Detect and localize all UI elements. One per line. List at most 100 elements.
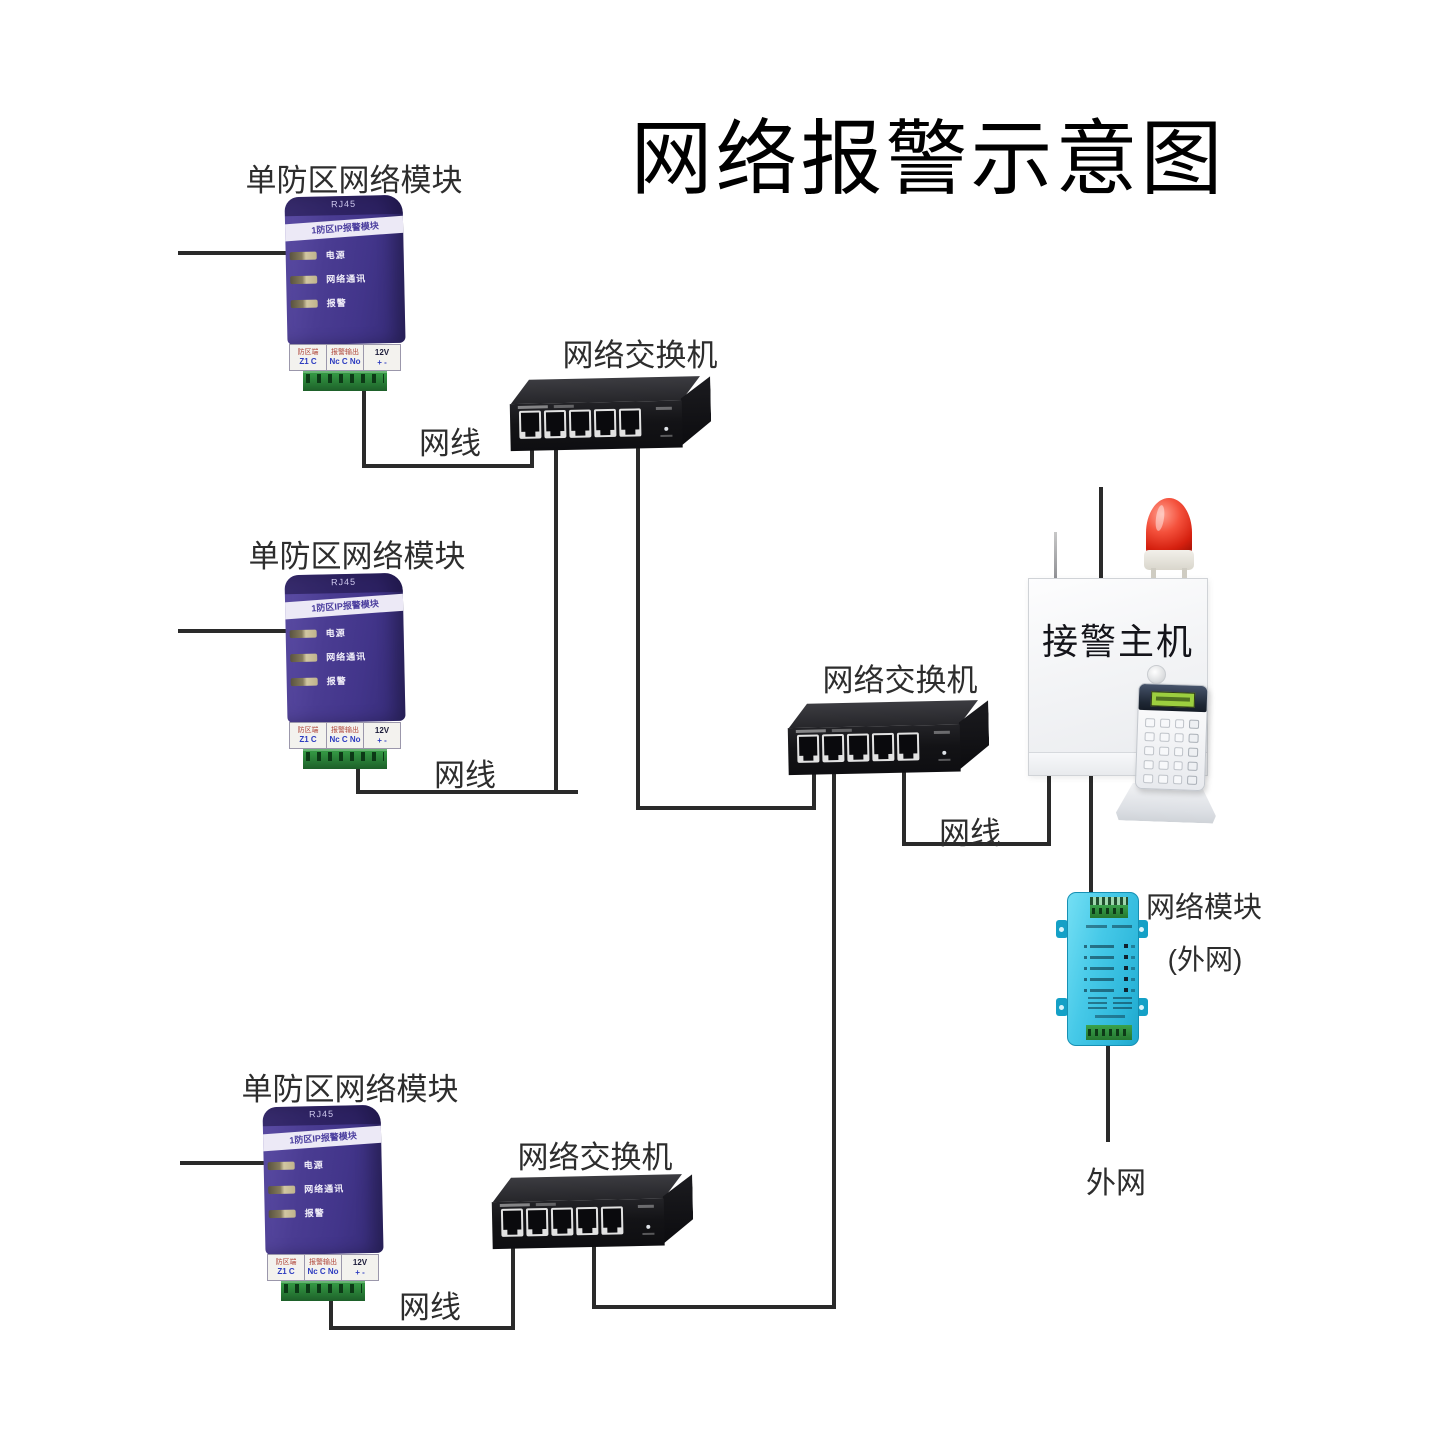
rj45-port-icon <box>796 734 820 763</box>
keypad-key <box>1157 774 1168 784</box>
green-terminal-block <box>1086 1025 1132 1040</box>
keypad-key <box>1172 761 1184 771</box>
power-terminal: 12V+ - <box>374 348 390 367</box>
power-led-text <box>660 434 673 437</box>
keypad-key <box>1143 746 1155 756</box>
status-row <box>1084 966 1136 971</box>
keypad-key <box>1144 732 1155 742</box>
switch3-uplink-down <box>592 1232 596 1309</box>
keypad-key <box>1158 746 1169 756</box>
net-module-label: 网络模块 <box>1145 892 1263 924</box>
host-left-cable-up <box>1047 770 1051 846</box>
mounting-tab <box>1056 998 1068 1016</box>
rj45-port-icon <box>525 1207 549 1237</box>
led-bar-icon <box>289 629 317 638</box>
keypad-function-key <box>1188 747 1199 757</box>
alarm-led-label: 报警 <box>326 297 347 309</box>
rj45-port-icon <box>600 1206 624 1235</box>
switch1-port2-cable-down <box>554 446 558 794</box>
switch2-label: 网络交换机 <box>822 663 978 698</box>
network-switch-2 <box>785 698 992 780</box>
netmodule-extranet-cable <box>1106 1036 1110 1142</box>
status-row <box>1084 955 1136 960</box>
beacon-foot <box>1182 568 1187 578</box>
switch-decal <box>535 1202 556 1207</box>
keypad-function-key <box>1189 719 1200 729</box>
module-bottom-text <box>1088 997 1132 1011</box>
switch2-port2-cable-down <box>832 768 836 1309</box>
switch-front-face <box>509 400 683 452</box>
diagram-title: 网络报警示意图 <box>630 114 1226 205</box>
host-top-cable <box>1099 487 1103 579</box>
alarm-led: 报警 <box>290 296 347 310</box>
switch-model-text <box>933 730 950 735</box>
antenna <box>1054 532 1057 579</box>
rj45-port-icon <box>518 410 542 439</box>
led-bar-icon <box>290 677 318 686</box>
module-heading-text <box>1086 925 1132 928</box>
switch-model-text <box>655 406 672 411</box>
module1-left-lead-wire <box>178 251 292 255</box>
rj45-port-row <box>796 732 920 763</box>
keypad-body <box>1134 682 1209 792</box>
switch1-label: 网络交换机 <box>562 338 718 373</box>
net-module-sub-label: (外网) <box>1167 944 1243 975</box>
switch-decal <box>499 1203 530 1207</box>
beacon-dome-icon <box>1146 498 1192 556</box>
extranet-module-body <box>1067 892 1139 1046</box>
module-model-text <box>1095 1015 1125 1018</box>
alarm-keypad <box>1132 682 1211 827</box>
power-led-text <box>642 1232 655 1235</box>
module2-left-lead-wire <box>178 629 292 633</box>
led-bar-icon <box>289 251 317 260</box>
green-terminal-block <box>303 371 387 391</box>
keypad-lcd-screen <box>1150 691 1196 708</box>
rj45-port-icon <box>575 1206 599 1236</box>
module3-label: 单防区网络模块 <box>241 1072 459 1107</box>
zone-module-body: RJ45 1防区IP报警模块 电源 网络通讯 报警 <box>284 572 406 724</box>
keypad-function-key <box>1188 733 1199 743</box>
rj45-port-label: RJ45 <box>262 1104 381 1127</box>
alarm-led-label: 报警 <box>326 675 347 687</box>
switch-decal <box>795 729 826 733</box>
module1-label: 单防区网络模块 <box>245 163 463 198</box>
keypad-function-key <box>1187 761 1198 771</box>
terminal-pins <box>1090 897 1128 905</box>
module3-left-lead-wire <box>180 1161 268 1165</box>
alarm-host-label: 接警主机 <box>1041 622 1195 662</box>
keypad-key <box>1159 718 1170 728</box>
rj45-port-icon <box>846 733 870 762</box>
cable-label-3: 网线 <box>939 816 1001 851</box>
network-switch-1 <box>507 374 714 456</box>
zone-module-body: RJ45 1防区IP报警模块 电源 网络通讯 报警 <box>284 194 406 346</box>
keypad-key <box>1159 732 1170 742</box>
mounting-tab <box>1136 920 1148 938</box>
module2-label: 单防区网络模块 <box>248 539 466 574</box>
cable-label-4: 网线 <box>399 1290 461 1325</box>
power-led-icon <box>664 426 669 431</box>
switch-decal <box>517 405 548 409</box>
status-row <box>1084 988 1136 993</box>
module3-cable-up-switch3 <box>511 1220 515 1330</box>
switch1-uplink-up-switch2 <box>812 746 816 810</box>
module1-cable-down <box>362 386 366 468</box>
status-row <box>1084 977 1136 982</box>
keypad-key <box>1173 733 1185 743</box>
alarm-led: 报警 <box>290 674 347 688</box>
power-terminal: 12V+ - <box>352 1258 368 1277</box>
switch1-uplink-down <box>636 448 640 810</box>
module3-cable-across <box>329 1326 515 1330</box>
led-bar-icon <box>290 653 318 662</box>
keypad-key <box>1158 760 1169 770</box>
keypad-key-grid <box>1143 718 1200 785</box>
